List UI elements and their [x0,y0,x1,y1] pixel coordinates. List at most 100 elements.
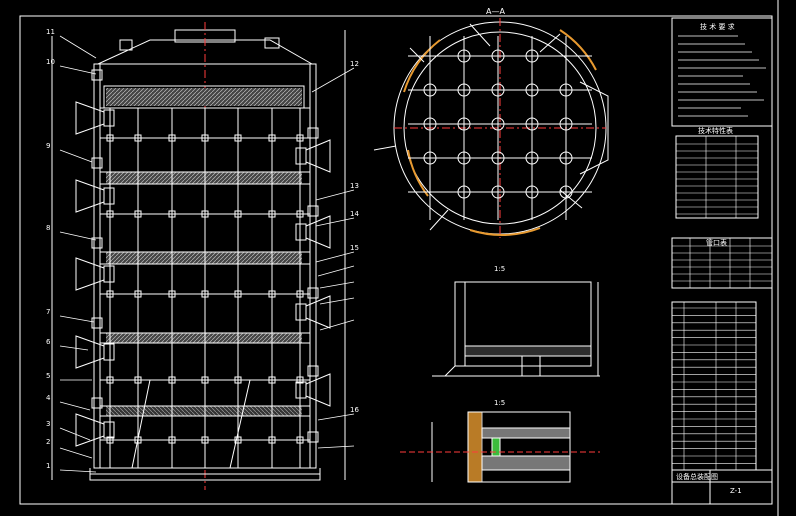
leader-line [59,469,97,473]
item-callout-number: 9 [46,142,51,150]
leader-line [59,65,97,75]
nozzle-flange-left [103,265,115,283]
title-block [671,17,773,505]
packing-layer-2 [106,172,302,184]
item-callout-number: 13 [350,182,359,190]
notes-lines [678,35,766,117]
section-bolt-hole [423,83,437,97]
grid-joint [168,290,176,298]
grid-joint [268,210,276,218]
grid-joint [234,436,242,444]
item-callout-number: 8 [46,224,51,232]
section-bolt-hole [423,151,437,165]
spec-table [675,135,759,219]
section-bolt-hole [457,151,471,165]
grid-joint [168,210,176,218]
grid-joint [296,290,304,298]
nozzle-flange-left [103,421,115,439]
item-callout-number: 14 [350,210,359,218]
detail-1-label: 1:5 [494,265,506,273]
title-frame [671,469,773,505]
grid-joint [201,436,209,444]
grid-joint [168,376,176,384]
grid-joint [106,436,114,444]
grid-joint [234,376,242,384]
grid-joint [268,436,276,444]
section-leader [469,23,491,47]
leader-lines-left [59,35,97,473]
spec-table-heading: 技术特性表 [698,127,733,135]
detail-view-2 [400,411,600,483]
grid-joint [234,290,242,298]
leader-line [59,35,97,59]
section-leader [559,189,583,209]
item-callout-number: 10 [46,58,55,66]
section-bolt-hole [423,117,437,131]
leader-line [59,401,91,411]
table-rows [672,136,772,470]
detail2-box [467,411,571,483]
section-bolt-hole [525,117,539,131]
grid-joint [268,290,276,298]
section-leader [429,209,449,231]
section-bolt-hole [491,185,505,199]
section-bolt-hole [457,185,471,199]
tower-side-nozzles [75,69,331,447]
section-bolt-hole [525,151,539,165]
leader-line [319,281,355,289]
section-bolt-hole [491,49,505,63]
section-bolt-hole [457,49,471,63]
item-callout-number: 5 [46,372,51,380]
grid-joint [106,376,114,384]
section-view-a-a [393,18,609,238]
leader-line [315,217,355,227]
section-bolt-hole [525,49,539,63]
side-stub-right [307,205,319,217]
grid-joint [168,436,176,444]
grid-joint [168,134,176,142]
side-stub-left [91,157,103,169]
packing-layers [103,85,305,416]
side-stub-right [307,431,319,443]
grid-joint [201,134,209,142]
detail-view-1 [432,281,600,377]
grid-joint [201,376,209,384]
item-callout-number: 3 [46,420,51,428]
grid-joint [134,134,142,142]
section-a-a-label: A—A [486,7,505,16]
section-leader [409,47,425,63]
section-bolt-hole [457,83,471,97]
section-bolt-hole [559,151,573,165]
grid-joint [234,134,242,142]
packing-layer-3 [106,252,302,264]
section-bolt-hole [525,83,539,97]
section-leader [539,33,561,53]
grid-joint [296,210,304,218]
leader-line [59,447,93,459]
section-bolt-hole [559,83,573,97]
grid-joint [106,210,114,218]
leader-line [315,189,355,201]
brace [229,379,251,469]
notes-box [671,17,773,127]
nozzle-flange-left [103,343,115,361]
item-callout-number: 2 [46,438,51,446]
item-callout-number: 12 [350,60,359,68]
grid-joint [296,134,304,142]
side-stub-right [307,127,319,139]
item-callout-number: 15 [350,244,359,252]
notes-heading: 技 术 要 求 [700,23,735,31]
grid-joint [234,210,242,218]
nozzle-flange-right [295,147,307,165]
section-bolt-hole [491,83,505,97]
leader-line [317,413,355,421]
nozzle-flange-left [103,187,115,205]
section-flange-right [579,81,609,175]
item-callout-number: 4 [46,394,51,402]
leader-line [59,345,89,351]
detail-2-label: 1:5 [494,399,506,407]
nozzle-flange-right [295,303,307,321]
grid-joint [106,134,114,142]
